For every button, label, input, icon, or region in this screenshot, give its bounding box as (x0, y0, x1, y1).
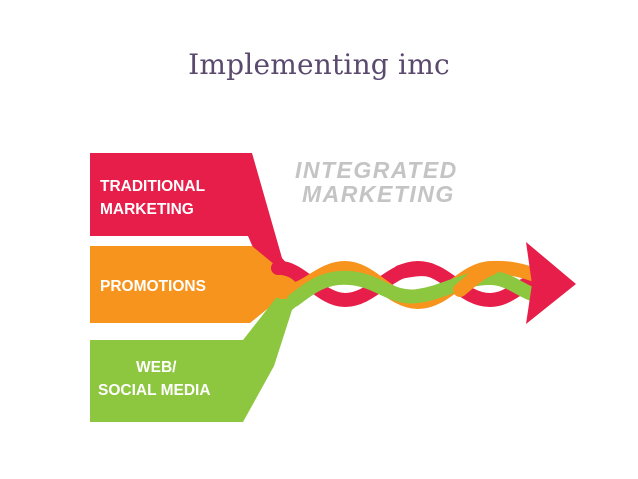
web-social-media-label-line1: WEB/ (136, 359, 177, 376)
braid-red-overlap (393, 262, 437, 279)
web-social-media-label-line2: SOCIAL MEDIA (98, 382, 211, 399)
diagram-heading-line1: INTEGRATED (295, 157, 458, 183)
braid-orange-overlap (453, 261, 499, 297)
promotions-box (90, 246, 298, 323)
slide-title: Implementing imc (188, 48, 450, 81)
braid-green-strand (287, 270, 539, 307)
braid (271, 260, 539, 310)
web-social-media-box (90, 286, 312, 422)
promotions-label: PROMOTIONS (100, 278, 206, 295)
traditional-marketing-box (90, 153, 302, 287)
traditional-marketing-label-line1: TRADITIONAL (100, 178, 205, 195)
diagram-heading-line2: MARKETING (302, 181, 455, 207)
arrow-head (526, 242, 576, 324)
traditional-marketing-label-line2: MARKETING (100, 201, 194, 218)
